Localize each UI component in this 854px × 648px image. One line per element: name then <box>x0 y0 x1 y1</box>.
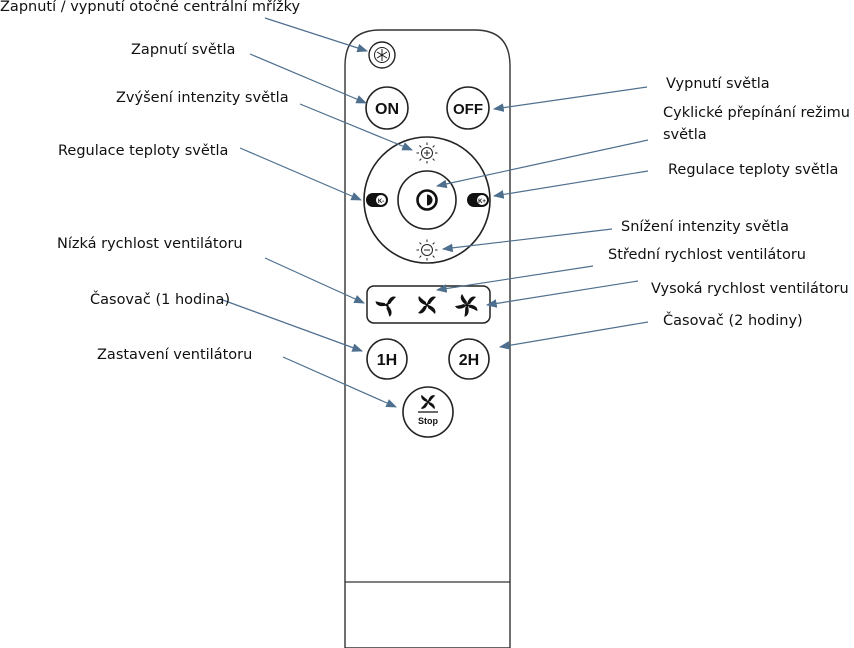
mode-cycle-icon <box>416 189 438 211</box>
callout-light-on: Zapnutí světla <box>131 42 236 58</box>
fan-mid-icon <box>418 296 436 314</box>
timer-2h-button[interactable]: 2H <box>448 338 490 380</box>
off-button-label: OFF <box>453 101 483 118</box>
off-button[interactable]: OFF <box>446 86 490 130</box>
fan-stop-icon <box>420 394 436 410</box>
sun-plus-icon <box>416 142 438 164</box>
remote-body <box>344 29 511 648</box>
fan-low-button[interactable] <box>375 296 396 318</box>
callout-brightness-up: Zvýšení intenzity světla <box>116 90 289 106</box>
callout-grid-toggle: Zapnutí / vypnutí otočné centrální mřížk… <box>0 0 301 15</box>
callout-mode-cycle-line2: světla <box>663 127 707 143</box>
callout-timer-2h: Časovač (2 hodiny) <box>663 313 803 329</box>
arrow-fan-stop <box>282 356 397 408</box>
arrow-grid <box>264 17 369 53</box>
brightness-down-button[interactable] <box>416 239 438 261</box>
fan-low-icon <box>375 296 396 318</box>
arrow-timer-1h <box>219 298 364 352</box>
fan-high-icon <box>454 293 478 318</box>
callout-temp-left: Regulace teploty světla <box>58 143 229 159</box>
fan-mid-button[interactable] <box>418 296 436 314</box>
grid-icon <box>374 47 390 63</box>
on-button-label: ON <box>375 101 399 118</box>
arrow-fan-mid <box>435 265 594 293</box>
arrow-fan-low <box>264 257 365 304</box>
temp-plus-button[interactable]: K+ <box>467 193 489 207</box>
callout-temp-right: Regulace teploty světla <box>668 162 839 178</box>
arrow-temp-left <box>239 147 362 201</box>
callout-fan-stop: Zastavení ventilátoru <box>97 347 253 363</box>
callout-fan-low: Nízká rychlost ventilátoru <box>57 236 243 252</box>
arrow-timer-2h <box>498 321 649 350</box>
mode-cycle-button[interactable] <box>397 170 457 230</box>
brightness-up-button[interactable] <box>416 142 438 164</box>
arrow-fan-high <box>485 280 639 308</box>
arrow-light-on <box>249 53 367 104</box>
arrow-temp-right <box>492 170 649 199</box>
fan-stop-button[interactable]: Stop <box>402 386 454 438</box>
on-button[interactable]: ON <box>365 86 409 130</box>
sun-minus-icon <box>416 239 438 261</box>
timer-1h-button[interactable]: 1H <box>366 338 408 380</box>
callout-fan-high: Vysoká rychlost ventilátoru <box>651 281 849 297</box>
callout-mode-cycle: Cyklické přepínání režimu <box>663 105 850 121</box>
arrow-mode-cycle <box>435 139 649 189</box>
fan-high-button[interactable] <box>454 293 478 318</box>
temp-minus-label: K- <box>378 199 384 205</box>
callout-fan-mid: Střední rychlost ventilátoru <box>608 247 806 263</box>
callout-brightness-down: Snížení intenzity světla <box>621 219 789 235</box>
arrow-light-off <box>492 86 648 112</box>
timer-1h-label: 1H <box>377 352 397 369</box>
grid-toggle-button[interactable] <box>368 41 396 69</box>
callout-arrows <box>219 17 649 408</box>
arrow-bright-down <box>441 228 613 253</box>
callout-light-off: Vypnutí světla <box>666 76 770 92</box>
timer-2h-label: 2H <box>459 352 479 369</box>
fan-stop-label: Stop <box>418 416 438 426</box>
arrow-bright-up <box>299 103 413 151</box>
temp-plus-label: K+ <box>478 199 486 205</box>
callout-timer-1h: Časovač (1 hodina) <box>90 292 231 308</box>
temp-minus-button[interactable]: K- <box>366 193 388 207</box>
